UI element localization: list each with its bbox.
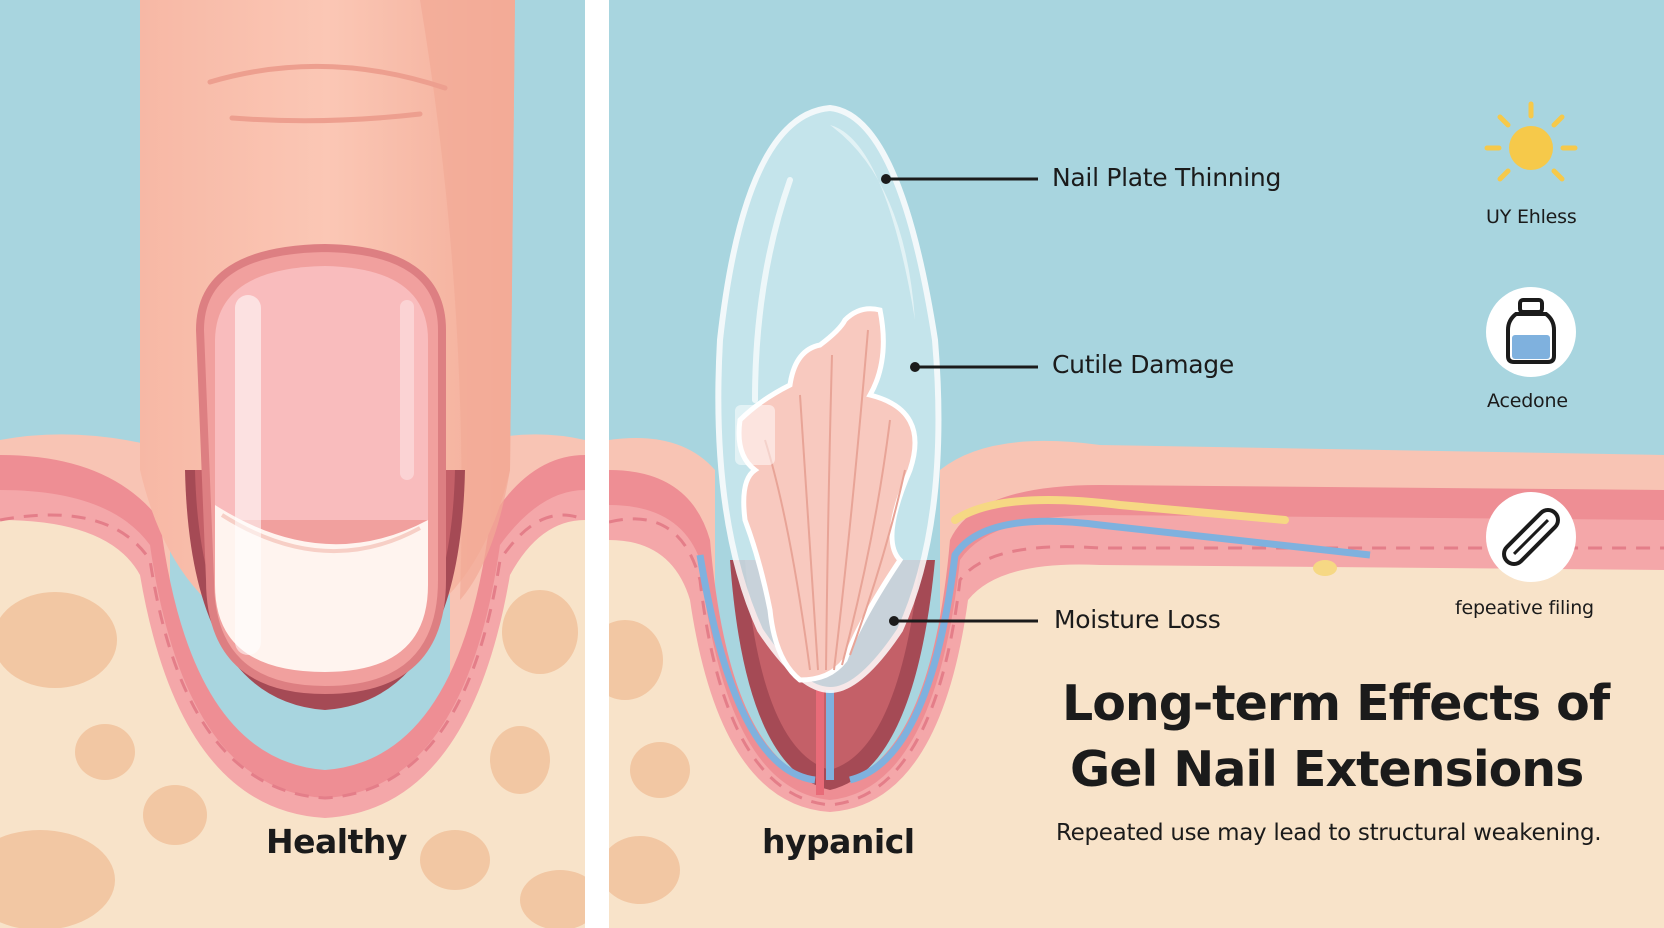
subtitle: Repeated use may lead to structural weak… — [1056, 820, 1602, 846]
damaged-nail-bed — [736, 306, 918, 683]
tissue-cells — [0, 590, 585, 928]
sun-icon — [1484, 101, 1578, 182]
sun-icon-label: UY Ehless — [1486, 206, 1577, 228]
callout-cuticle-damage: Cutile Damage — [1052, 350, 1234, 379]
nail-file-icon — [1486, 492, 1576, 582]
healthy-label: Healthy — [266, 822, 407, 861]
bottle-icon — [1486, 287, 1576, 377]
title-line-2: Gel Nail Extensions — [1070, 741, 1584, 798]
bottle-icon-label: Acedone — [1487, 390, 1568, 412]
panel-divider — [585, 0, 609, 928]
callout-moisture-loss: Moisture Loss — [1054, 605, 1221, 634]
callout-nail-plate-thinning: Nail Plate Thinning — [1052, 163, 1282, 192]
tissue-cells — [609, 620, 690, 904]
callout-lines — [881, 174, 1038, 626]
healthy-panel — [0, 0, 585, 928]
nail-file-icon-label: fepeative filing — [1455, 597, 1594, 619]
damaged-label: hypanicl — [762, 822, 915, 861]
tissue-layer — [609, 540, 1664, 928]
damaged-panel — [609, 0, 1664, 928]
title-line-1: Long-term Effects of — [1062, 675, 1610, 732]
